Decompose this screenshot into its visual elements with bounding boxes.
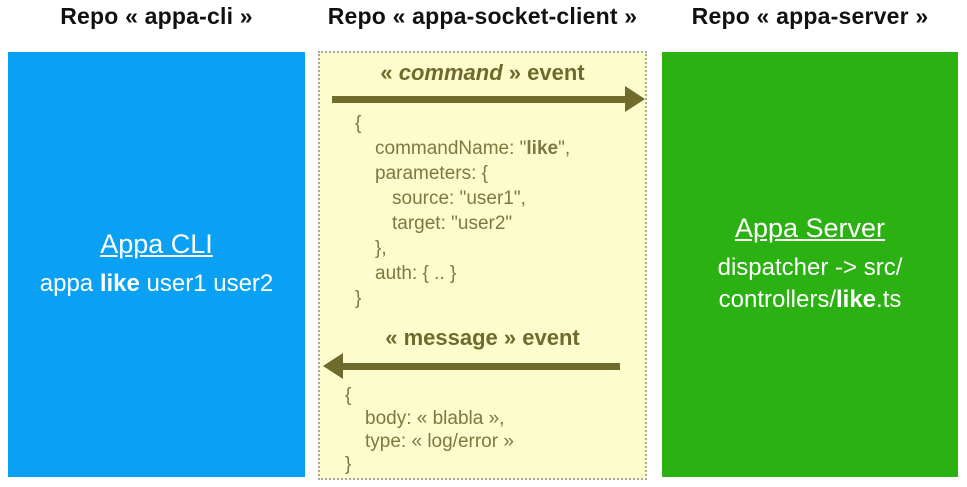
- command-payload-code: { commandName: "like", parameters: { sou…: [355, 111, 570, 311]
- message-arrow-left-icon: [323, 353, 623, 379]
- cli-command-prefix: appa: [39, 270, 100, 297]
- command-arrow-right-icon: [332, 86, 657, 112]
- server-path-suffix: .ts: [876, 286, 902, 313]
- code-line: }: [355, 288, 362, 309]
- appa-cli-title: Appa CLI: [100, 229, 213, 259]
- server-controller-line: controllers/like.ts: [719, 284, 902, 316]
- code-line: },: [375, 238, 387, 259]
- message-event-open: «: [385, 325, 404, 350]
- code-segment: commandName: ": [375, 138, 527, 159]
- command-event-keyword: command: [398, 60, 503, 85]
- message-event-label: « message » event: [320, 325, 645, 351]
- server-dispatcher-line: dispatcher -> src/: [717, 254, 903, 281]
- code-line: source: "user1",: [392, 188, 526, 209]
- command-event-label: « command » event: [320, 60, 645, 86]
- arrow-head: [323, 353, 343, 379]
- repo-header-server: Repo « appa-server »: [691, 3, 929, 29]
- command-event-close: » event: [502, 60, 585, 85]
- code-keyword-like: like: [526, 138, 559, 159]
- code-line: parameters: {: [375, 163, 488, 184]
- command-event-open: «: [380, 60, 399, 85]
- appa-cli-command-line: appa like user1 user2: [40, 268, 274, 300]
- repo-header-socket-client: Repo « appa-socket-client »: [327, 3, 638, 29]
- code-segment: ",: [558, 138, 571, 159]
- message-event-keyword: message: [403, 325, 498, 350]
- repo-header-cli: Repo « appa-cli »: [60, 3, 253, 29]
- code-line: {: [355, 113, 362, 134]
- code-line: }: [345, 454, 352, 475]
- arrow-shaft: [343, 363, 620, 370]
- arrow-head: [625, 86, 645, 112]
- code-line: body: « blabla »,: [365, 408, 505, 429]
- code-line: target: "user2": [392, 213, 513, 234]
- message-event-close: » event: [497, 325, 580, 350]
- appa-socket-client-box: « command » event { commandName: "like",…: [318, 51, 647, 480]
- code-line: commandName: "like",: [355, 136, 570, 161]
- cli-command-suffix: user1 user2: [139, 270, 274, 297]
- code-line: type: « log/error »: [365, 431, 514, 452]
- appa-server-box: Appa Server dispatcher -> src/ controlle…: [662, 52, 958, 477]
- message-payload-code: { body: « blabla », type: « log/error » …: [345, 384, 514, 476]
- appa-cli-box: Appa CLI appa like user1 user2: [8, 52, 305, 477]
- code-line: auth: { .. }: [375, 263, 457, 284]
- cli-command-keyword: like: [99, 270, 140, 297]
- server-path-keyword: like: [836, 286, 877, 313]
- server-path-prefix: controllers/: [718, 286, 836, 313]
- code-line: {: [345, 385, 352, 406]
- appa-server-title: Appa Server: [734, 213, 886, 243]
- arrow-shaft: [332, 96, 625, 103]
